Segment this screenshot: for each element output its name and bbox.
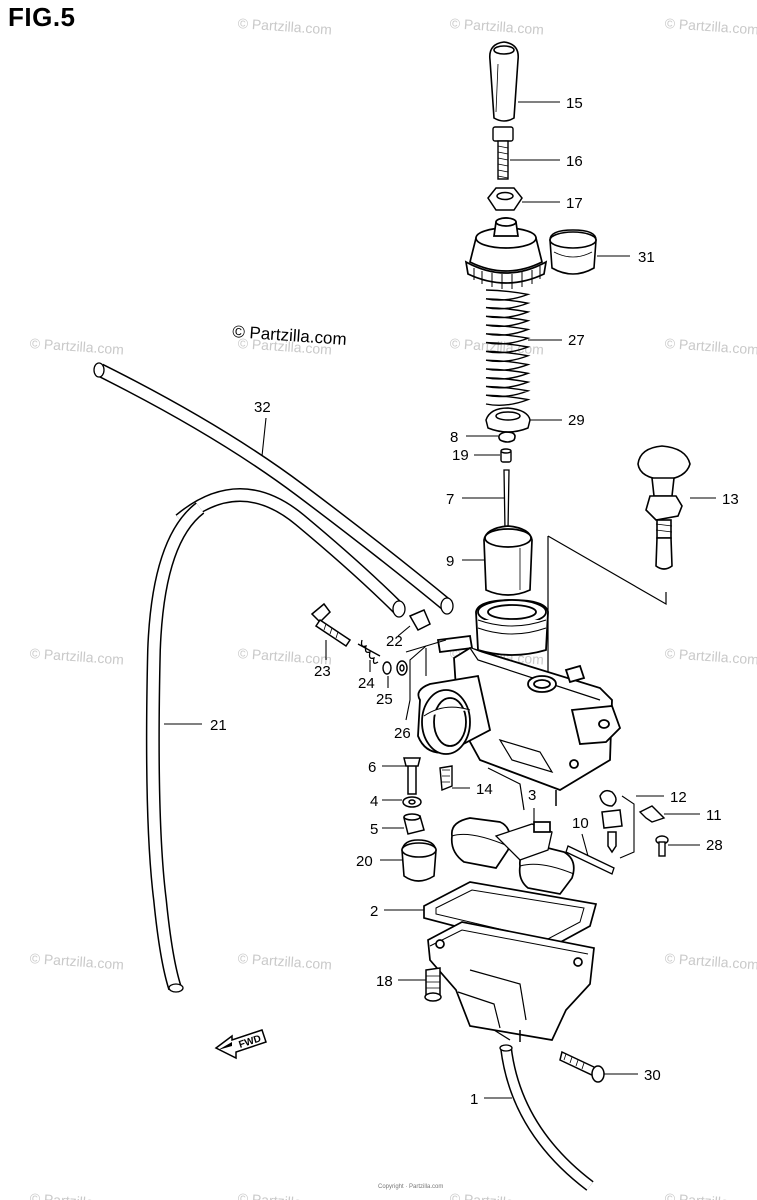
watermark-text: © Partzilla.com: [29, 1190, 124, 1200]
part-16-adjuster: [492, 126, 514, 180]
watermark-text: © Partzilla.com: [664, 645, 757, 668]
watermark-text: © Partzilla.com: [237, 15, 332, 38]
part-32-vent-hose: [93, 362, 454, 618]
part-19-washer: [500, 448, 512, 463]
callout-5: 5: [370, 821, 378, 838]
callout-16: 16: [566, 153, 583, 170]
watermark-text: © Partzilla.com: [237, 950, 332, 973]
part-22-clip: [408, 609, 431, 631]
guide-lines-26: [405, 639, 447, 700]
part-1-drain-hose: [499, 1044, 594, 1191]
part-29-retainer: [485, 407, 531, 433]
part-6-needle-jet: [403, 757, 421, 795]
part-27-spring: [485, 289, 531, 406]
leader-line-26: [405, 699, 411, 721]
part-15-cable-boot: [488, 41, 520, 122]
part-2-float-bowl: [423, 881, 598, 1042]
callout-6: 6: [368, 759, 376, 776]
watermark-text: © Partzilla.com: [29, 645, 124, 668]
callout-1: 1: [470, 1091, 478, 1108]
part-10-float-pin: [565, 845, 615, 875]
watermark-text: © Partzilla.com: [237, 645, 332, 668]
guide-lines-12: [619, 795, 635, 859]
callout-25: 25: [376, 691, 393, 708]
callout-14: 14: [476, 781, 493, 798]
leader-lines: [164, 101, 716, 1099]
callout-10: 10: [572, 815, 589, 832]
callout-2: 2: [370, 903, 378, 920]
watermark-text: © Partzilla.com: [449, 335, 544, 358]
watermark-text: © Partzilla.com: [237, 335, 332, 358]
callout-3: 3: [528, 787, 536, 804]
callout-4: 4: [370, 793, 378, 810]
watermark-text: © Partzilla.com: [664, 950, 757, 973]
part-25-washer: [382, 660, 408, 676]
callout-32: 32: [254, 399, 271, 416]
watermark-text: © Partzilla.com: [237, 1190, 332, 1200]
watermark-layer: © Partzilla.com © Partzilla.com © Partzill…: [29, 15, 757, 1200]
callout-8: 8: [450, 429, 458, 446]
guide-lines: [547, 535, 667, 680]
part-4-washer: [402, 796, 422, 808]
callout-12: 12: [670, 789, 687, 806]
callout-22: 22: [386, 633, 403, 650]
callout-28: 28: [706, 837, 723, 854]
part-20-cap: [401, 839, 437, 882]
callout-21: 21: [210, 717, 227, 734]
watermark-text: © Partzilla.com: [449, 15, 544, 38]
callout-19: 19: [452, 447, 469, 464]
figure-title: FIG.5: [8, 2, 76, 32]
callout-31: 31: [638, 249, 655, 266]
part-31-cover: [549, 229, 597, 275]
callout-26: 26: [394, 725, 411, 742]
callout-9: 9: [446, 553, 454, 570]
callout-17: 17: [566, 195, 583, 212]
part-28-screw: [655, 835, 669, 857]
part-8-clip: [498, 431, 516, 443]
part-23-pilot-screw: [310, 602, 352, 648]
callout-27: 27: [568, 332, 585, 349]
watermark-text: © Partzilla.com: [29, 950, 124, 973]
part-17-nut: [487, 187, 523, 211]
callout-11: 11: [706, 807, 722, 824]
leader-line-32: [261, 417, 267, 457]
part-21-overflow-hose: [145, 502, 205, 993]
callout-23: 23: [314, 663, 331, 680]
part-3-float: [450, 817, 575, 895]
footer-text: Copyright · Partzilla.com: [378, 1184, 443, 1190]
part-14-pilot-jet: [439, 765, 453, 791]
part-12-needle-valve: [599, 789, 623, 854]
callout-15: 15: [566, 95, 583, 112]
watermark-text: © Partzilla.com: [664, 15, 757, 38]
watermark-text: © Partzilla.com: [449, 1190, 544, 1200]
fwd-arrow-icon: FWD: [214, 1029, 267, 1060]
leader-line-10: [581, 833, 589, 857]
leader-line-22: [397, 625, 411, 637]
watermark-text: © Partzilla.com: [29, 335, 124, 358]
part-9-throttle-slide: [483, 525, 533, 596]
callout-18: 18: [376, 973, 393, 990]
part-24-spring: [357, 639, 381, 664]
watermark-text: © Partzilla.com: [664, 1190, 757, 1200]
callout-30: 30: [644, 1067, 661, 1084]
watermark-text: © Partzilla.com: [664, 335, 757, 358]
callout-13: 13: [722, 491, 739, 508]
part-5-main-jet: [403, 813, 425, 835]
part-18-drain-screw: [424, 967, 442, 1002]
callout-7: 7: [446, 491, 454, 508]
callout-24: 24: [358, 675, 375, 692]
part-30-screw: [559, 1050, 605, 1083]
part-11-clip: [638, 805, 666, 823]
part-13-starter-plunger: [637, 445, 691, 570]
part-carburetor-body: [417, 599, 622, 811]
callout-29: 29: [568, 412, 585, 429]
callout-20: 20: [356, 853, 373, 870]
fwd-label: FWD: [238, 1033, 263, 1051]
part-top-cap: [464, 217, 548, 289]
